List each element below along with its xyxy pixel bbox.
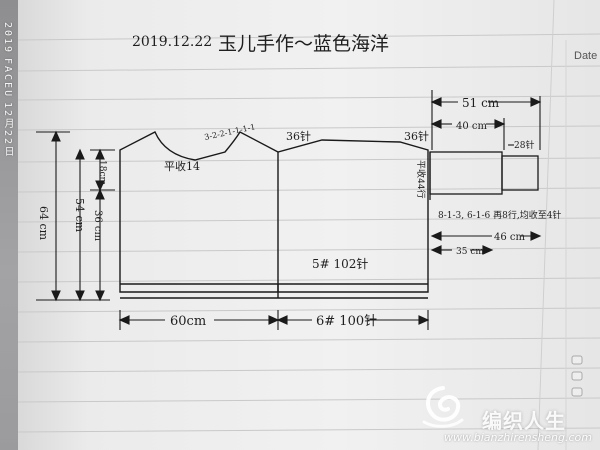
header-date: 2019.12.22 [132,34,212,50]
sleeve-cuff-stitches: 28针 [514,139,534,151]
notebook-paper [18,0,600,450]
lower-height-label: 36 cm [92,210,103,242]
neck-decrease-label: 3-2-2-1-1-1-1 [204,122,257,142]
watermark-logo-icon [422,386,464,428]
ruled-lines [18,0,600,450]
sleeve-length-upper: 40 cm [456,121,488,132]
neck-flat-label: 平收14 [164,159,200,173]
armhole-height-label: 18cm [97,160,107,185]
stamp-year: 2019 [2,22,13,55]
body-stitches-label: 5# 102针 [312,256,368,271]
sleeve-outline [429,151,539,200]
sleeve-length-46: 46 cm [494,232,526,243]
stamp-date: 12月22日 [2,102,13,159]
ring-holes [571,355,583,397]
camera-stamp: 2019 FACEU 12月22日 [2,22,20,158]
body-height-label: 54 cm [73,198,86,233]
paper-date-label: Date [574,50,598,62]
shoulder-left-label: 36针 [286,129,311,143]
shoulder-right-label: 36针 [404,129,429,143]
body-outline [119,131,429,299]
stamp-brand: FACEU [2,58,13,99]
sleeve-decrease-note: 8-1-3, 6-1-6 再8行,均收至4针 [438,209,561,221]
total-height-label: 64 cm [37,206,50,241]
sleeve-length-total: 51 cm [462,96,500,110]
width-dimension [118,310,430,330]
watermark-text: 编织人生 [482,409,566,433]
rib-stitches-label: 6# 100针 [316,314,377,329]
height-dimensions [36,130,115,302]
sleeve-length-35: 35 cm [456,247,484,257]
sleeve-top-rows: 平收44行 [415,160,427,198]
width-label: 60cm [170,314,206,329]
sleeve-dimensions [430,90,542,255]
watermark-url: www.bianzhirensheng.com [443,431,592,444]
header-title: 玉儿手作～蓝色海洋 [218,33,389,55]
